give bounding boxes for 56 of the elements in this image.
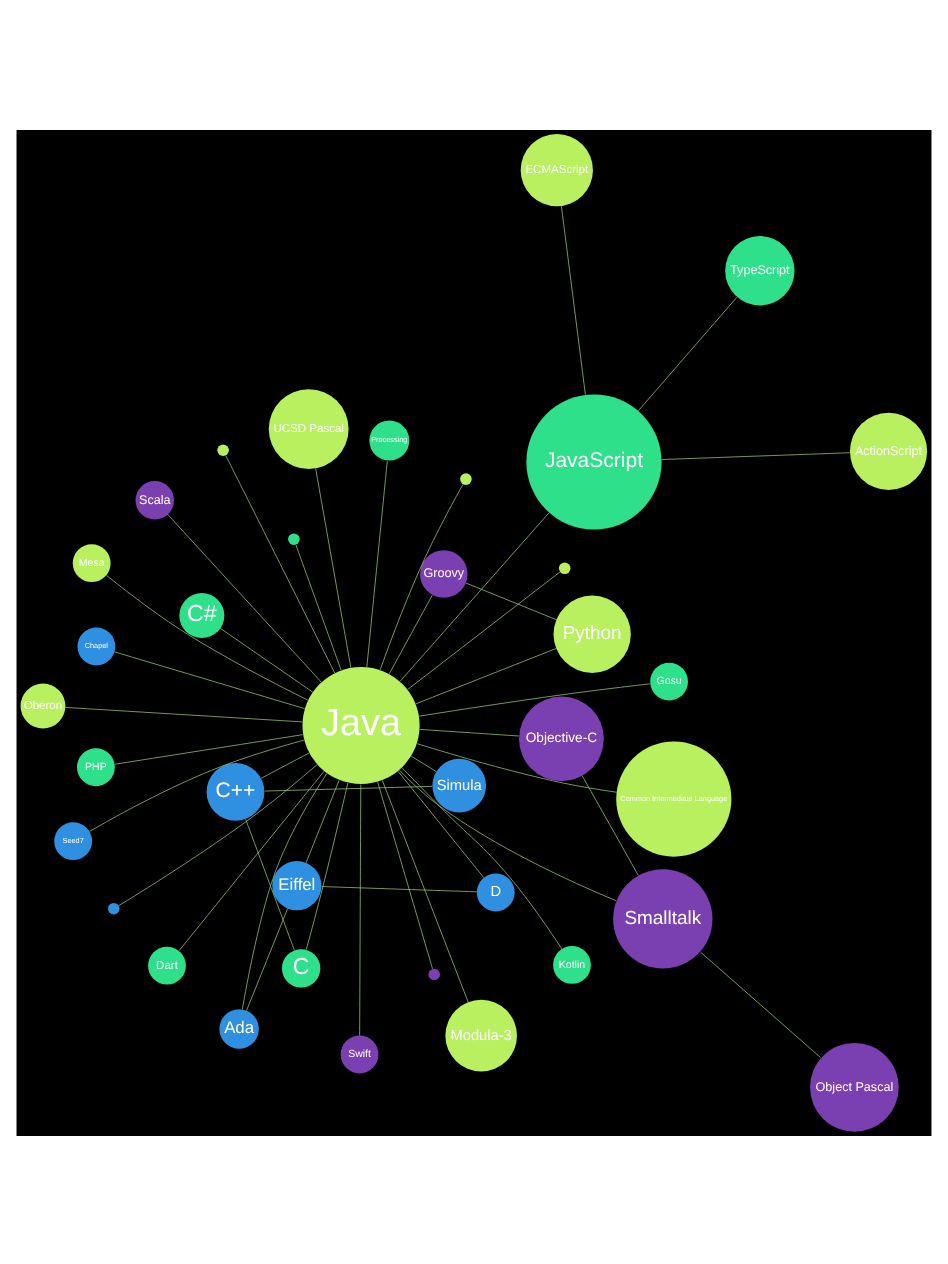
- connector: [106, 573, 309, 700]
- node-circle: Java: [302, 665, 420, 784]
- connector: [700, 950, 821, 1057]
- node-circle: [428, 967, 440, 980]
- connector: [315, 467, 352, 667]
- node-circle: JavaScript: [526, 393, 662, 529]
- connector: [661, 451, 851, 459]
- node-circle: [217, 443, 229, 455]
- connector: [225, 454, 336, 673]
- connector: [114, 733, 304, 764]
- node-circle: Ada: [219, 1008, 259, 1048]
- connector: [359, 783, 362, 1035]
- connector: [242, 772, 328, 1009]
- node-circle: C++: [206, 762, 265, 820]
- connector: [401, 766, 563, 949]
- connector: [379, 482, 464, 670]
- connector: [245, 817, 295, 950]
- connector: [415, 647, 557, 704]
- connector: [305, 778, 340, 863]
- connector: [366, 459, 388, 667]
- node-circle: Smalltalk: [613, 868, 713, 968]
- connector: [419, 728, 520, 736]
- node-circle: [460, 472, 472, 484]
- connector: [118, 763, 318, 905]
- connector: [416, 742, 617, 792]
- connector: [89, 738, 305, 831]
- connector: [167, 513, 322, 682]
- connector: [295, 543, 342, 670]
- node-circle: Python: [553, 594, 631, 672]
- connector: [377, 780, 433, 969]
- node-circle: [288, 532, 300, 544]
- connector: [399, 768, 617, 901]
- connector: [561, 204, 586, 395]
- node-circle: [108, 901, 120, 914]
- connector: [264, 785, 433, 791]
- connector: [418, 682, 651, 716]
- connector: [637, 295, 738, 411]
- node-circle: C: [281, 948, 321, 987]
- connector: [220, 627, 314, 692]
- connector: [581, 774, 639, 875]
- connector: [407, 570, 561, 689]
- node-circle: Eiffel: [272, 860, 322, 910]
- node-circle: C#: [179, 592, 225, 638]
- connector: [389, 593, 433, 673]
- connector: [381, 779, 469, 1002]
- connector: [246, 907, 288, 1010]
- connector: [305, 781, 349, 950]
- connector: [321, 885, 477, 892]
- connector: [410, 754, 437, 771]
- connector: [114, 650, 305, 708]
- connector: [260, 751, 310, 778]
- connector: [399, 511, 550, 681]
- node-circle: [558, 561, 571, 574]
- connector: [465, 581, 557, 620]
- connector: [64, 706, 303, 722]
- connector: [397, 769, 485, 877]
